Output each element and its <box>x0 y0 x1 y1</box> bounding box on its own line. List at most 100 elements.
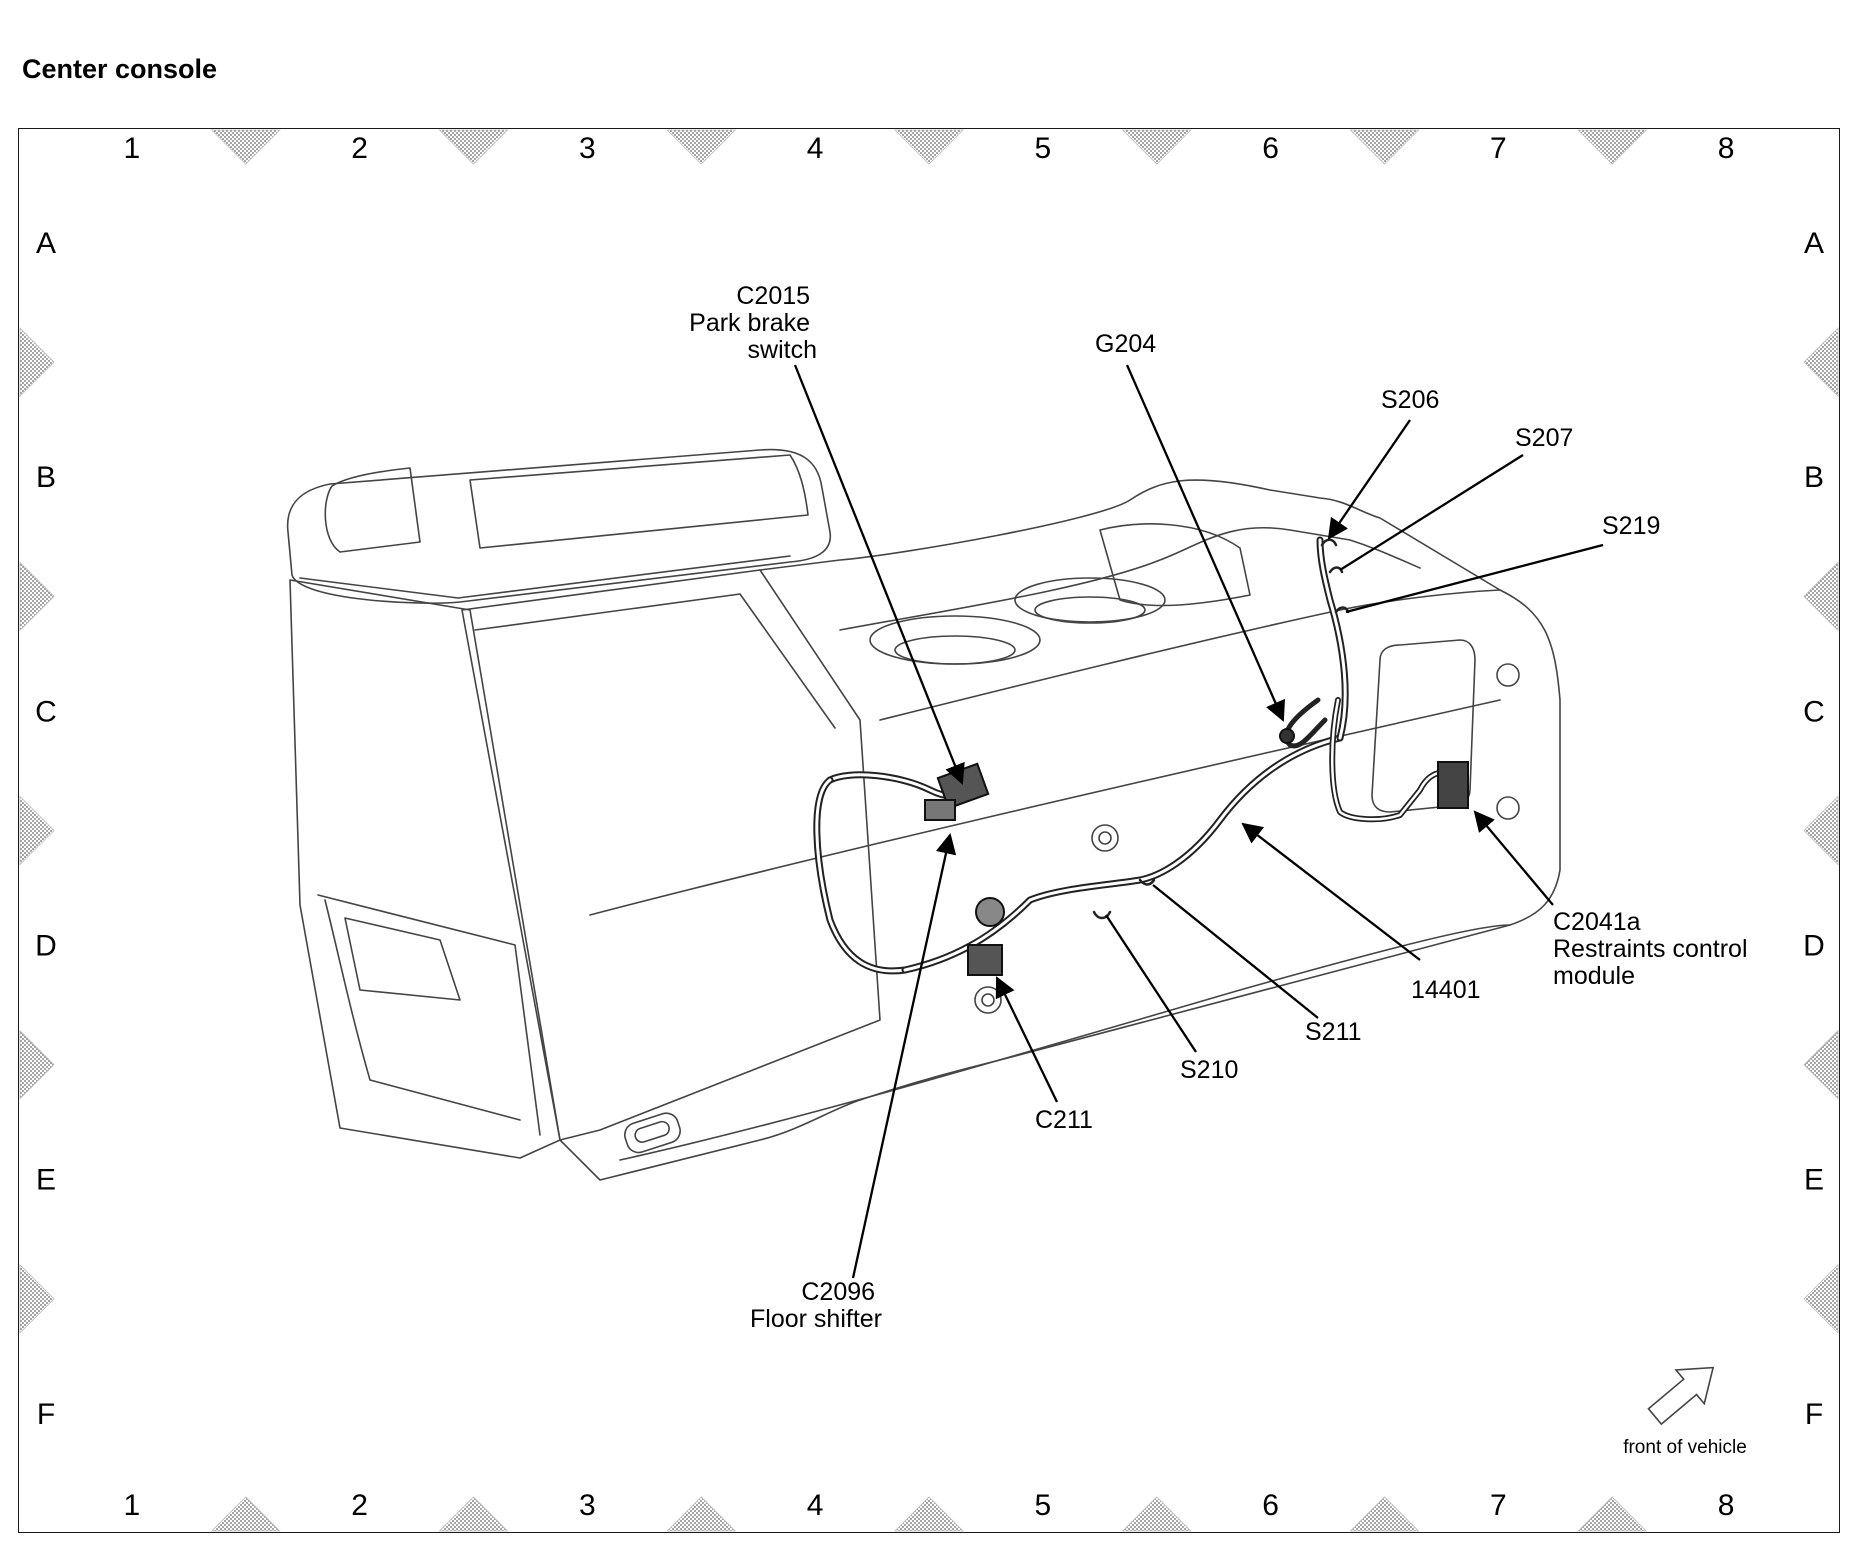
grid-row-left-F: F <box>37 1398 55 1431</box>
callout-c2096: C2096 Floor shifter <box>750 1278 882 1333</box>
grid-col-bottom-4: 4 <box>807 1489 824 1522</box>
leader-s210 <box>1105 914 1197 1053</box>
harness-ground-lead <box>1283 697 1328 749</box>
callout-c2015: C2015 Park brake switch <box>689 282 817 364</box>
leader-c2015 <box>793 364 965 785</box>
callout-c2096-code: C2096 <box>801 1278 875 1306</box>
grid-marker-top-7 <box>1577 129 1648 165</box>
console-illustration <box>286 448 1561 1181</box>
callout-c211: C211 <box>1035 1106 1093 1134</box>
leader-14401 <box>1241 822 1421 961</box>
grid-col-bottom-3: 3 <box>579 1489 596 1522</box>
front-of-vehicle-indicator: front of vehicle <box>1623 1366 1747 1458</box>
grid-marker-top-2 <box>438 129 509 165</box>
grid-row-left-D: D <box>35 930 57 963</box>
grid-marker-bottom-5 <box>1121 1496 1192 1532</box>
callout-c2041a-desc-2: module <box>1553 962 1635 990</box>
grid-marker-top-4 <box>894 129 964 165</box>
leader-c2041a <box>1473 810 1554 906</box>
shifter-opening <box>1099 523 1251 607</box>
splice-s211-mark <box>1138 878 1156 886</box>
callout-c2096-desc: Floor shifter <box>750 1305 882 1333</box>
grid-row-right-B: B <box>1804 461 1824 494</box>
grid-row-left-C: C <box>35 695 57 728</box>
direction-arrow-icon <box>1647 1366 1715 1426</box>
storage-bin-pocket <box>344 917 461 1001</box>
storage-bin-edge <box>317 894 541 1136</box>
harness-loop <box>813 776 909 975</box>
grid-row-right-F: F <box>1805 1398 1823 1431</box>
mount-hole-3 <box>1496 663 1520 687</box>
connector-c2096 <box>967 944 1003 976</box>
cupholder-rear <box>869 615 1041 665</box>
grid-col-top-4: 4 <box>807 132 824 165</box>
callout-c2041a: C2041a Restraints control module <box>1553 908 1754 990</box>
rear-vent <box>624 1112 681 1154</box>
callout-s210: S210 <box>1180 1056 1238 1084</box>
grid-marker-right-5 <box>1803 1263 1839 1334</box>
harness-rcm-branch-inner <box>1330 698 1462 821</box>
console-upper-rim <box>839 526 1421 631</box>
grid-marker-top-3 <box>666 129 737 165</box>
grid-row-right-E: E <box>1804 1164 1824 1197</box>
grid-marker-bottom-1 <box>210 1496 281 1532</box>
callout-g204: G204 <box>1095 330 1156 358</box>
callout-14401: 14401 <box>1411 976 1481 1004</box>
storage-bin-step <box>324 899 521 1121</box>
grid-marker-left-5 <box>19 1263 55 1334</box>
connector-c211 <box>975 897 1005 927</box>
ground-g204 <box>1279 728 1295 744</box>
leader-c2096 <box>851 832 957 1279</box>
grid-marker-top-5 <box>1121 129 1192 165</box>
grid-col-top-2: 2 <box>351 132 368 165</box>
rcm-bracket <box>1371 639 1476 813</box>
mount-hole-2 <box>974 986 1002 1014</box>
mount-hole-1-inner <box>1098 831 1112 845</box>
armrest-lid-window <box>469 454 809 549</box>
rear-vent-inner <box>634 1120 670 1143</box>
grid-row-left-A: A <box>36 227 56 260</box>
grid-marker-right-1 <box>1803 327 1839 398</box>
grid-col-top-3: 3 <box>579 132 596 165</box>
grid-marker-bottom-4 <box>894 1496 964 1532</box>
cupholder-rear-inner <box>894 635 1016 665</box>
grid-row-left-B: B <box>36 461 56 494</box>
console-lower-rim <box>879 589 1501 721</box>
grid-marker-top-6 <box>1349 129 1420 165</box>
grid-marker-bottom-3 <box>666 1496 737 1532</box>
grid-col-top-6: 6 <box>1262 132 1279 165</box>
grid-col-bottom-1: 1 <box>124 1489 141 1522</box>
grid-row-left-E: E <box>36 1164 56 1197</box>
diagram-frame <box>18 128 1840 1533</box>
storage-bin-front <box>289 579 561 1159</box>
grid-marker-right-2 <box>1803 561 1839 632</box>
front-of-vehicle-label: front of vehicle <box>1623 1437 1747 1458</box>
leader-s219 <box>1345 543 1604 614</box>
leader-s206 <box>1327 419 1411 540</box>
armrest-lid-seam <box>299 555 791 599</box>
callout-c2015-code: C2015 <box>736 282 810 310</box>
console-side-line <box>589 699 1501 916</box>
callout-c2041a-code: C2041a <box>1553 908 1641 936</box>
storage-bin-inner <box>474 593 836 729</box>
grid-marker-left-2 <box>19 561 55 632</box>
cupholder-front <box>1014 577 1166 623</box>
wiring-harness <box>813 536 1463 975</box>
callout-labels: C2015 Park brake switch G204 S206 S207 S… <box>689 282 1754 1333</box>
leader-c211 <box>995 976 1059 1103</box>
grid-col-bottom-8: 8 <box>1718 1489 1735 1522</box>
grid-marker-bottom-6 <box>1349 1496 1420 1532</box>
connectors <box>924 728 1469 976</box>
grid-col-top-1: 1 <box>124 132 141 165</box>
armrest-lid-top <box>324 467 421 553</box>
grid-markers <box>19 129 1839 1532</box>
grid-row-right-A: A <box>1804 227 1824 260</box>
armrest-lid <box>286 448 832 604</box>
splice-s207-mark <box>1328 566 1344 574</box>
page-title: Center console <box>22 54 218 84</box>
grid-col-bottom-6: 6 <box>1262 1489 1279 1522</box>
grid-col-bottom-2: 2 <box>351 1489 368 1522</box>
callout-s211: S211 <box>1305 1018 1362 1046</box>
